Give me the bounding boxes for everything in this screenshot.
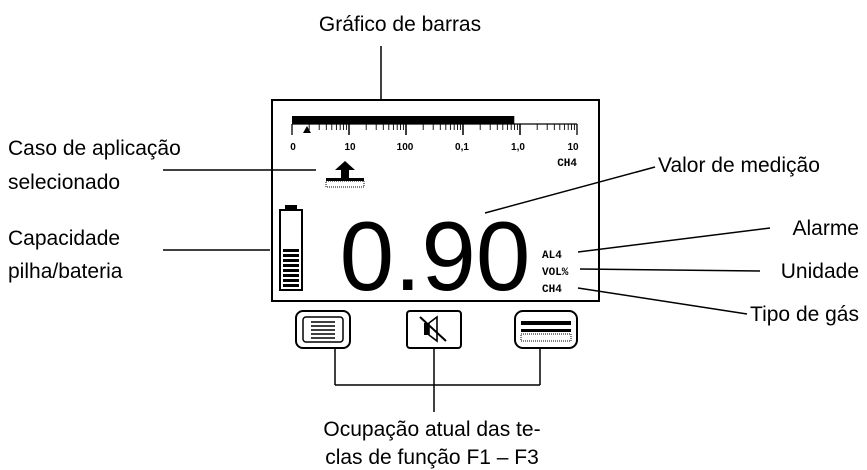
- callout-function-keys-2: clas de função F1 – F3: [325, 446, 539, 469]
- measured-value: 0.90: [340, 201, 531, 311]
- scale-tick-0: 0: [290, 142, 296, 153]
- battery-segment: [283, 284, 299, 287]
- battery-icon: [279, 205, 303, 291]
- bar-graph-fill: [292, 116, 515, 124]
- battery-segment: [283, 269, 299, 272]
- function-keys-bracket: [334, 348, 541, 412]
- battery-segment: [283, 279, 299, 282]
- leader-measured-value: [484, 166, 656, 214]
- battery-segment: [283, 259, 299, 262]
- menu-list-icon: [311, 321, 335, 339]
- scale-gas-label: CH4: [557, 158, 577, 170]
- callout-unit: Unidade: [781, 260, 859, 283]
- leader-unit: [579, 268, 761, 272]
- speaker-mute-icon: [419, 315, 447, 343]
- scale-tick-4: 1,0: [511, 142, 525, 153]
- bar-graph-icon: [520, 321, 572, 342]
- leader-alarm: [577, 227, 771, 253]
- scale-tick-5: 10: [567, 142, 579, 153]
- function-key-f3: [514, 310, 578, 349]
- callout-application-case-2: selecionado: [8, 171, 120, 194]
- bar-graph-marker-icon: [303, 126, 311, 133]
- unit-label: VOL%: [542, 267, 569, 279]
- scale-tick-3: 0,1: [455, 142, 469, 153]
- callout-battery-2: pilha/bateria: [8, 260, 123, 283]
- application-case-icon: [325, 161, 365, 188]
- callout-gas-type: Tipo de gás: [750, 303, 859, 326]
- callout-application-case-1: Caso de aplicação: [8, 137, 181, 160]
- bar-graph-ticks: [291, 124, 578, 135]
- callout-battery-1: Capacidade: [8, 227, 120, 250]
- callout-measured-value: Valor de medição: [658, 154, 820, 177]
- scale-tick-2: 100: [397, 142, 414, 153]
- gas-type-label: CH4: [542, 284, 562, 296]
- scale-tick-1: 10: [344, 142, 356, 153]
- battery-segment: [283, 274, 299, 277]
- callout-alarm: Alarme: [792, 217, 859, 240]
- display-screen: [271, 99, 600, 302]
- leader-gas-type: [577, 287, 748, 315]
- alarm-code: AL4: [542, 250, 562, 262]
- callout-bar-chart: Gráfico de barras: [319, 13, 481, 36]
- battery-segment: [283, 249, 299, 252]
- function-key-f2: [406, 310, 462, 349]
- callout-function-keys-1: Ocupação atual das te-: [323, 418, 540, 441]
- battery-segment: [283, 264, 299, 267]
- bar-graph: 0 10 100 0,1 1,0 10 CH4: [290, 116, 579, 170]
- battery-segment: [283, 254, 299, 257]
- function-key-f1: [295, 310, 351, 349]
